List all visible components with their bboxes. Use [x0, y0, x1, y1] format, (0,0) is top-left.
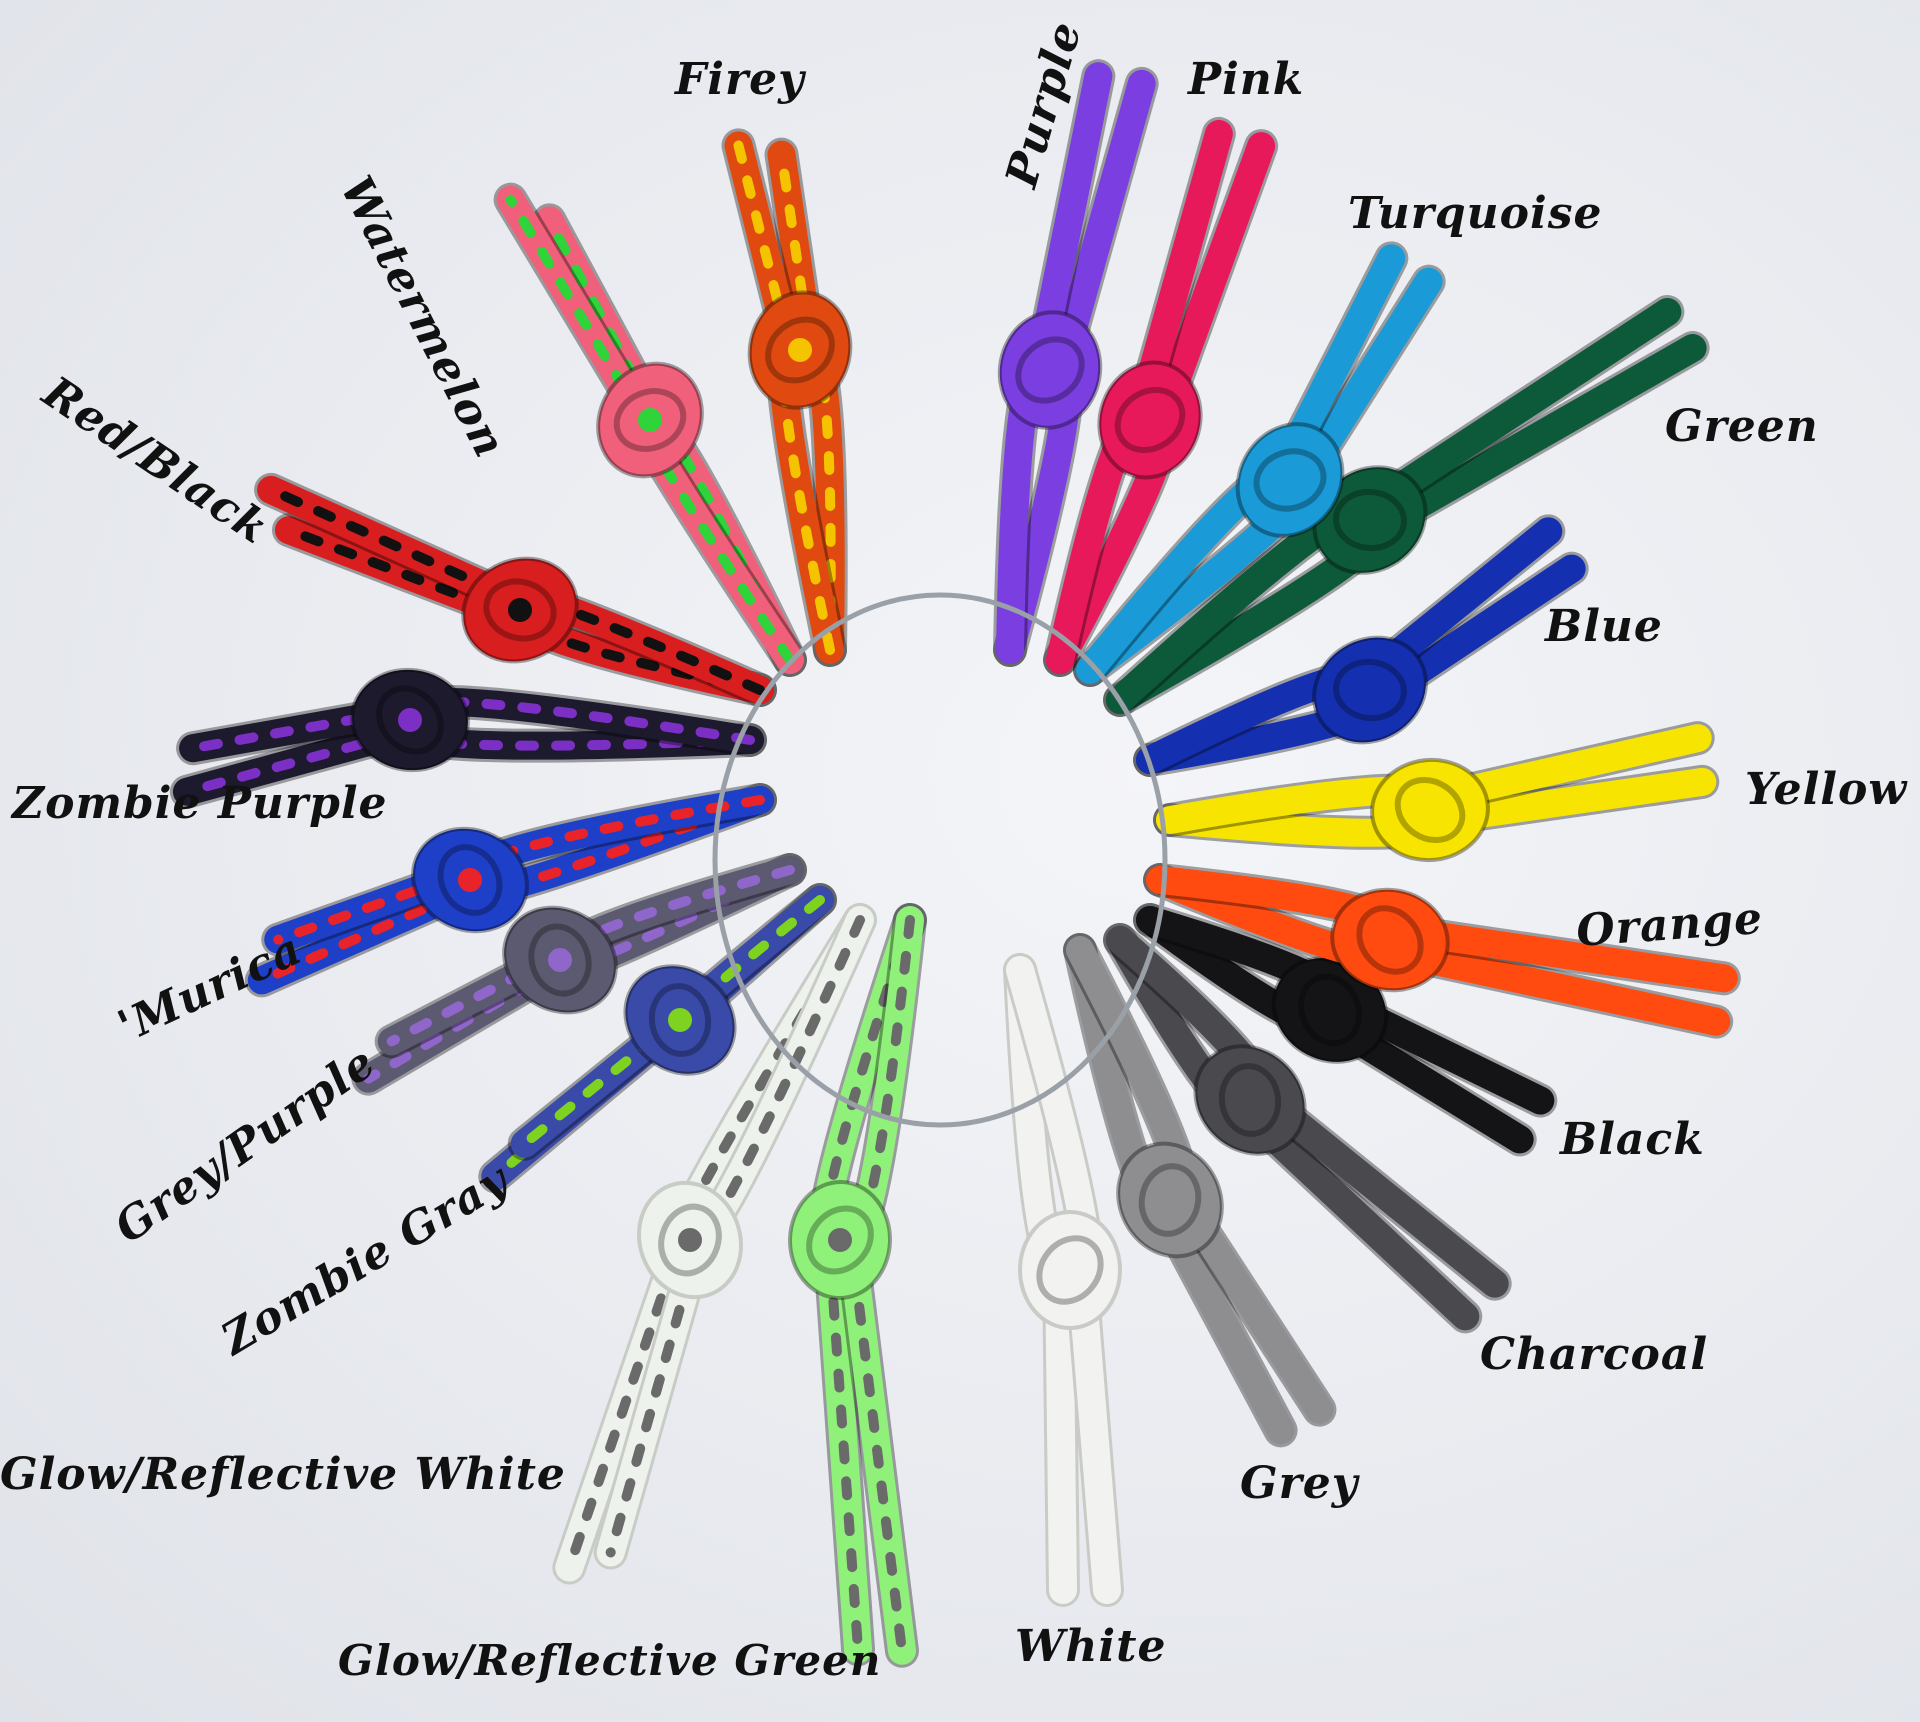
cord-blue [1133, 514, 1589, 777]
cord-knot-fleck [398, 708, 422, 732]
label-orange: Orange [1574, 892, 1765, 957]
cord-watermelon [493, 182, 807, 677]
cord-knot-wrap [376, 685, 444, 755]
cord-knot-fleck [508, 598, 532, 622]
cord-knot-wrap [483, 578, 557, 642]
cord-knot-wrap [765, 316, 835, 384]
label-yellow: Yellow [1745, 764, 1908, 815]
cord-knot [1193, 1044, 1307, 1156]
label-blue: Blue [1545, 601, 1663, 652]
cord-knot-wrap [1114, 386, 1186, 454]
cord-zombie-purple [169, 667, 767, 809]
cord-grey-purple [351, 853, 807, 1096]
cord-knot-wrap [1333, 488, 1407, 552]
cord-knot-wrap [1253, 448, 1327, 512]
cord-pattern [283, 525, 765, 695]
cord-pattern [519, 895, 825, 1149]
label-glow-white: Glow/Reflective White [0, 1449, 566, 1500]
cord-glow-white [552, 903, 877, 1585]
cord-knot-wrap [1138, 1163, 1202, 1237]
cord-red-black [254, 472, 777, 707]
cord-knot-fleck [668, 1008, 692, 1032]
cord-knot-fleck [458, 868, 482, 892]
cord-knot-wrap [528, 923, 592, 997]
cord-knot-fleck [548, 948, 572, 972]
cord-knot [1018, 1210, 1122, 1330]
cord-knot-wrap [1333, 658, 1407, 722]
label-pink: Pink [1188, 54, 1305, 105]
cord-green [1103, 294, 1710, 717]
cord-knot [1097, 360, 1203, 480]
cord-firey [721, 128, 853, 667]
label-firey: Firey [675, 54, 805, 105]
label-white: White [1015, 1621, 1167, 1672]
cord-knot [1116, 1141, 1224, 1259]
cord-pattern [256, 795, 765, 986]
label-black: Black [1560, 1114, 1705, 1165]
cord-knot-fleck [828, 1228, 852, 1252]
cord-knot [1235, 422, 1345, 538]
cord-pattern [605, 915, 865, 1558]
cord-yellow [1153, 721, 1720, 863]
cord-knot-wrap [806, 1205, 874, 1275]
cord-knot-wrap [1356, 905, 1424, 975]
cord-knot [997, 310, 1103, 430]
label-charcoal: Charcoal [1480, 1329, 1709, 1380]
cord-knot-wrap [613, 388, 687, 452]
cord-knot-fleck [678, 1228, 702, 1252]
cord-turquoise [1073, 241, 1446, 687]
cord-glow-green [787, 903, 927, 1668]
cord-knot-wrap [658, 1203, 722, 1277]
cord-knot [1370, 757, 1490, 863]
cord-black [1133, 903, 1558, 1157]
cord-knot-wrap [1218, 1063, 1282, 1137]
cord-knot-fleck [788, 338, 812, 362]
cord-murica [244, 783, 777, 998]
steel-key-ring [712, 592, 1168, 1128]
cord-purple [993, 59, 1159, 667]
cord-grey [1063, 933, 1337, 1448]
cord-knot-wrap [437, 844, 503, 916]
cord-knot-wrap [1015, 336, 1085, 404]
cord-knot-wrap [648, 983, 712, 1057]
cord-knot [1312, 635, 1428, 745]
cord-white [1003, 953, 1124, 1607]
label-turquoise: Turquoise [1348, 188, 1603, 239]
cord-orange [1143, 863, 1741, 1039]
cord-knot-wrap [1298, 973, 1362, 1047]
cord-knot-wrap [1394, 776, 1466, 844]
label-green: Green [1665, 401, 1819, 452]
label-glow-green: Glow/Reflective Green [338, 1636, 882, 1685]
cord-knot [1330, 887, 1450, 993]
cord-pink [1043, 116, 1279, 677]
cord-knot-fleck [638, 408, 662, 432]
label-grey: Grey [1240, 1458, 1359, 1509]
cord-knot-wrap [1036, 1235, 1104, 1305]
cord-charcoal [1103, 923, 1512, 1334]
label-zombie-purple: Zombie Purple [12, 778, 388, 829]
cord-zombie-gray [478, 883, 837, 1194]
